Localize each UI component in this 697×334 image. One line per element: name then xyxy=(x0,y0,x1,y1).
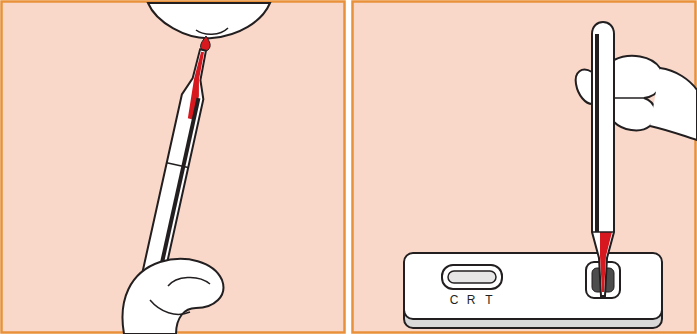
finger-crease xyxy=(150,300,190,314)
hand xyxy=(123,259,224,334)
finger xyxy=(148,3,270,38)
fill-line xyxy=(592,231,614,233)
window-marking: T xyxy=(485,293,492,307)
fingernail xyxy=(196,28,228,34)
result-window xyxy=(442,265,502,289)
thumb xyxy=(576,70,592,104)
window-marking: C xyxy=(450,293,459,307)
thumbnail xyxy=(168,277,210,286)
fill-line xyxy=(167,163,188,168)
finger-gap xyxy=(614,97,644,99)
right-panel xyxy=(353,2,696,333)
test-strip xyxy=(448,271,496,283)
blood-fill xyxy=(600,232,612,292)
window-marking: R xyxy=(467,293,476,307)
pipette-body xyxy=(592,22,614,296)
hand xyxy=(650,68,697,140)
cassette xyxy=(404,253,662,319)
pipette-edge xyxy=(595,34,599,232)
